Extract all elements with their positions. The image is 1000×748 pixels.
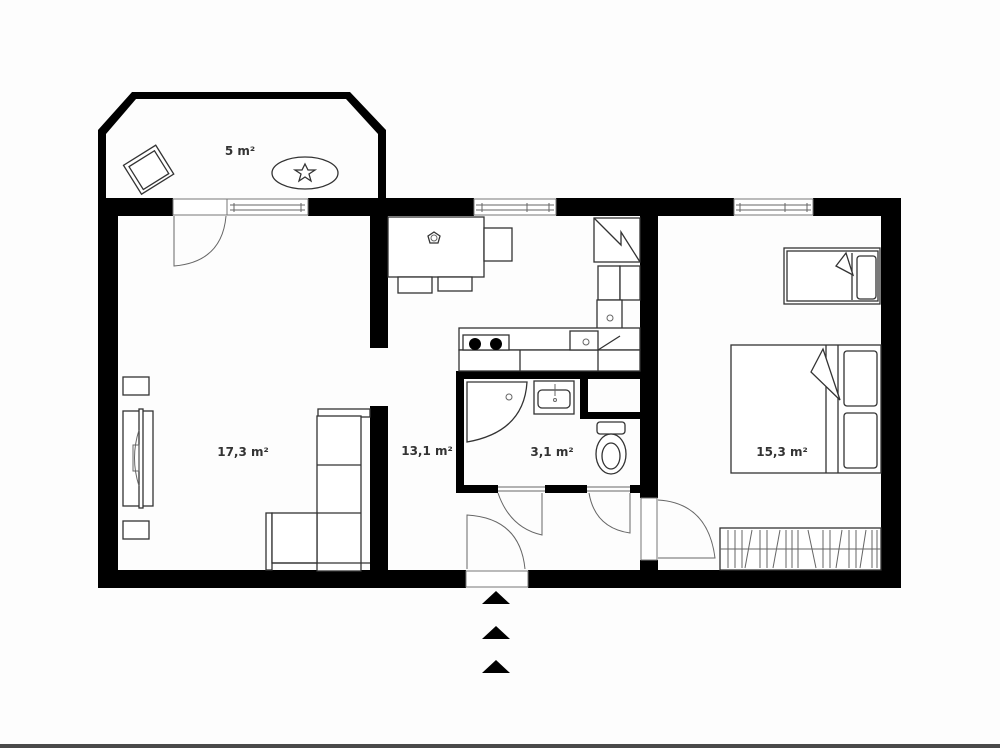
bathroom: 3,1 m² (466, 380, 627, 475)
wardrobe-icon (719, 527, 882, 571)
bedroom: 15,3 m² (719, 247, 882, 571)
bottom-border (0, 744, 1000, 748)
kitchen-hall-area-label: 13,1 m² (401, 444, 453, 458)
toilet-icon (595, 421, 627, 475)
bathroom-area-label: 3,1 m² (530, 445, 573, 459)
bedroom-area-label: 15,3 m² (756, 445, 808, 459)
entrance-door (465, 514, 529, 588)
kitchen-window (473, 198, 557, 216)
living-room: 17,3 m² (122, 376, 371, 572)
table-with-flower-icon (271, 156, 339, 190)
entrance-arrows (482, 591, 510, 673)
corner-sofa-icon (265, 408, 371, 572)
bedroom-door (640, 497, 716, 561)
single-bed-icon (783, 247, 881, 305)
balcony: 5 m² (98, 92, 386, 200)
balcony-door (173, 215, 227, 267)
shower-icon (466, 381, 528, 443)
balcony-area-label: 5 m² (225, 144, 255, 158)
balcony-outline (98, 92, 386, 200)
sink-icon (533, 380, 575, 415)
double-bed-icon (730, 344, 882, 474)
toilet-door (587, 486, 631, 534)
bedroom-window (733, 198, 814, 216)
dining-table-icon (387, 216, 513, 294)
tv-stand-icon (122, 376, 154, 540)
kitchen-hall: 13,1 m² (387, 216, 641, 458)
armchair-icon (122, 144, 175, 196)
interior-walls (370, 198, 658, 588)
balcony-door-opening (172, 198, 309, 216)
kitchen-counter-icon (458, 265, 641, 372)
living-room-area-label: 17,3 m² (217, 445, 269, 459)
fridge-icon (593, 217, 641, 263)
entrance-arrow-icon (482, 660, 510, 673)
windows (172, 198, 814, 216)
entrance-arrow-icon (482, 626, 510, 639)
interior-doors (465, 486, 716, 588)
bathroom-door (497, 486, 545, 536)
entrance-arrow-icon (482, 591, 510, 604)
